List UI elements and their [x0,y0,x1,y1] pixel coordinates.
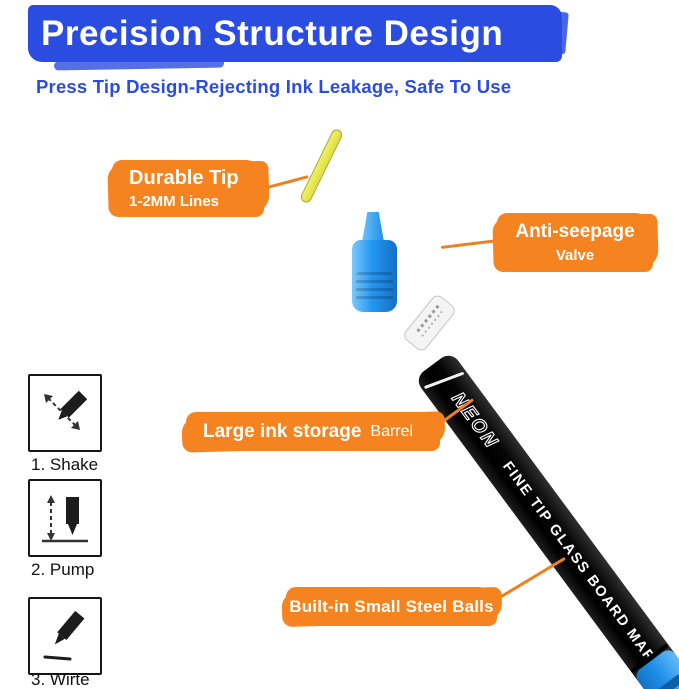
title-banner: Precision Structure Design [28,5,562,62]
step-label-write: 3. Wirte [31,670,90,689]
callout-anti-seepage-title: Anti-seepage [515,221,635,242]
callout-anti-seepage: Anti-seepage Valve [497,213,653,272]
valve-body-part [352,240,397,312]
barrel-highlight [423,371,465,390]
write-icon [43,610,85,661]
callout-steel-balls: Built-in Small Steel Balls [286,587,497,626]
page-subtitle: Press Tip Design-Rejecting Ink Leakage, … [36,76,512,97]
callout-ink-storage-title: Large ink storage [203,420,362,442]
valve-nozzle-part [362,212,384,242]
pump-icon [42,495,88,543]
valve-ribs [356,272,393,304]
leader-line-steel-balls [492,556,566,603]
step-label-shake: 1. Shake [31,455,99,474]
callout-durable-tip: Durable Tip 1-2MM Lines [112,160,264,217]
marker-barrel: NEON FINE TIP GLASS BOARD MARKER [414,351,679,689]
callout-durable-tip-title: Durable Tip [129,167,239,189]
callout-ink-storage-subtitle: Barrel [370,422,414,440]
stem-part [401,292,458,354]
step-label-pump: 2. Pump [31,560,95,579]
brand-text: NEON [447,388,504,454]
marker-tip-part [299,127,344,205]
shake-icon [44,390,88,430]
callout-steel-balls-title: Built-in Small Steel Balls [289,596,494,616]
step-box-shake [28,374,102,452]
callout-anti-seepage-subtitle: Valve [555,247,595,264]
callout-durable-tip-subtitle: 1-2MM Lines [129,193,220,210]
step-box-pump [28,479,102,557]
callout-ink-storage: Large ink storage Barrel [186,412,440,451]
leader-line-anti-seepage [440,239,498,249]
page-title: Precision Structure Design [41,13,504,53]
step-box-write [28,597,102,675]
